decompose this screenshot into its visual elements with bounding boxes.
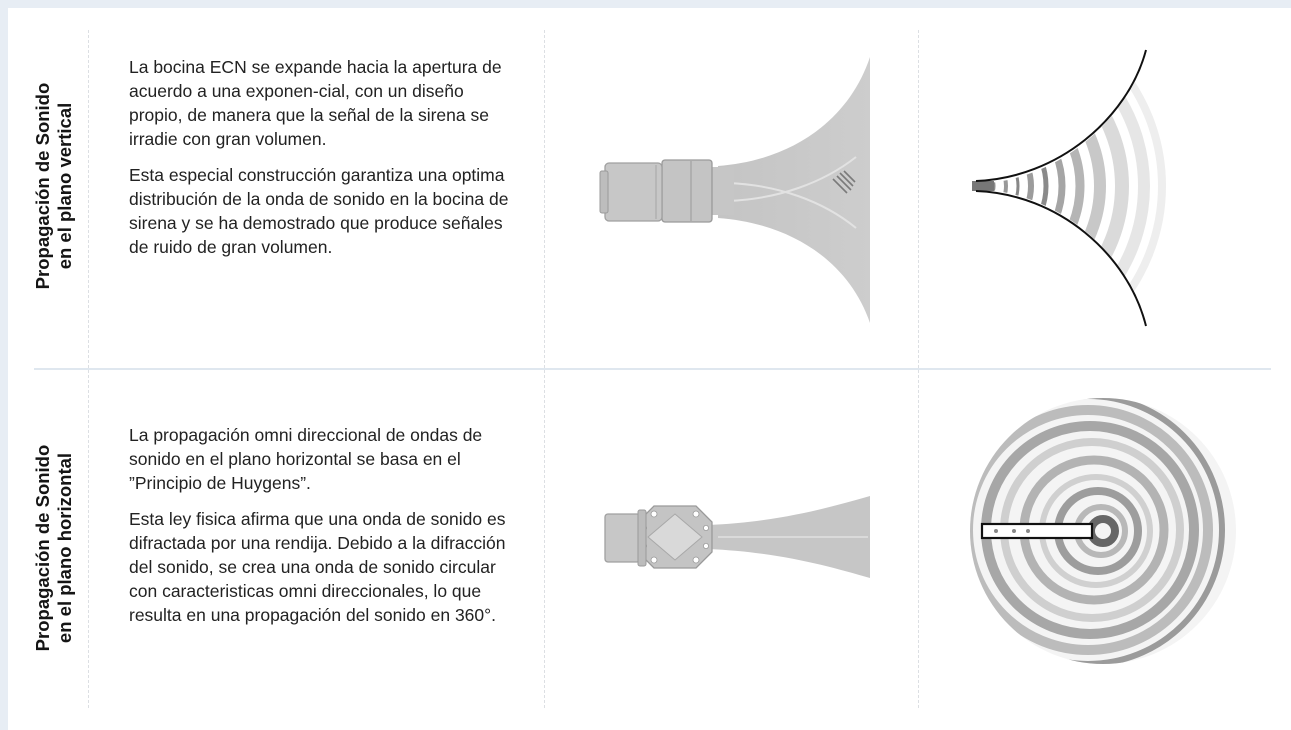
row-label-line1: Propagación de Sonido bbox=[32, 444, 53, 652]
row-label-vertical: Propagación de Sonido en el plano vertic… bbox=[24, 36, 84, 336]
row-label-line2: en el plano horizontal bbox=[54, 452, 75, 644]
row-divider bbox=[34, 368, 1271, 370]
description-paragraph: Esta especial construcción garantiza una… bbox=[129, 165, 509, 257]
description-horizontal: La propagación omni direccional de ondas… bbox=[129, 423, 509, 639]
description-paragraph: La propagación omni direccional de ondas… bbox=[129, 425, 483, 493]
vertical-wave-propagation-icon bbox=[972, 46, 1166, 331]
row-label-line1: Propagación de Sonido bbox=[32, 82, 53, 290]
content-panel: Propagación de Sonido en el plano vertic… bbox=[8, 8, 1291, 730]
horn-side-view-icon bbox=[599, 57, 870, 323]
description-paragraph: La bocina ECN se expande hacia la apertu… bbox=[129, 57, 502, 149]
horn-top-view-icon bbox=[604, 496, 870, 578]
row-label-horizontal: Propagación de Sonido en el plano horizo… bbox=[24, 398, 84, 698]
row-label-line2: en el plano vertical bbox=[54, 102, 75, 270]
description-paragraph: Esta ley fisica afirma que una onda de s… bbox=[129, 509, 506, 625]
description-vertical: La bocina ECN se expande hacia la apertu… bbox=[129, 55, 509, 271]
circular-wave-propagation-icon bbox=[970, 398, 1236, 664]
